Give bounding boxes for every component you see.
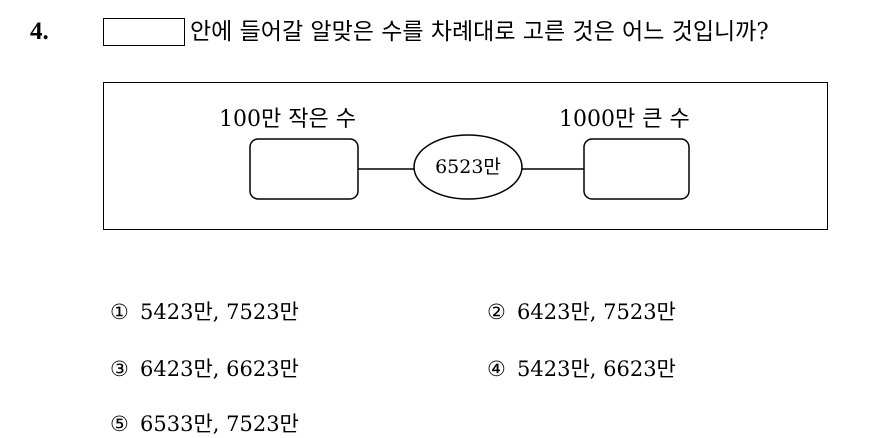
question-number: 4. bbox=[30, 18, 49, 45]
answer-blank-box bbox=[103, 18, 185, 46]
choice-3-text: 6423만, 6623만 bbox=[140, 357, 299, 381]
choice-1-text: 5423만, 7523만 bbox=[140, 300, 299, 324]
choice-4-text: 5423만, 6623만 bbox=[517, 357, 676, 381]
choice-1[interactable]: ① 5423만, 7523만 bbox=[110, 296, 299, 326]
figure-frame: 100만 작은 수 1000만 큰 수 6523만 bbox=[103, 82, 828, 230]
choice-2-text: 6423만, 7523만 bbox=[517, 300, 676, 324]
choice-4-mark: ④ bbox=[487, 357, 506, 381]
figure-diagram bbox=[249, 134, 690, 200]
question-text: 안에 들어갈 알맞은 수를 차례대로 고른 것은 어느 것입니까? bbox=[190, 19, 769, 45]
choice-3-mark: ③ bbox=[110, 357, 129, 381]
left-label: 100만 작은 수 bbox=[219, 107, 356, 132]
right-empty-box bbox=[583, 138, 690, 200]
choice-2-mark: ② bbox=[487, 300, 506, 324]
choice-3[interactable]: ③ 6423만, 6623만 bbox=[110, 353, 299, 383]
center-ellipse bbox=[413, 134, 523, 200]
right-label: 1000만 큰 수 bbox=[559, 107, 690, 132]
choice-2[interactable]: ② 6423만, 7523만 bbox=[487, 296, 676, 326]
center-value: 6523만 bbox=[435, 156, 501, 178]
choice-4[interactable]: ④ 5423만, 6623만 bbox=[487, 353, 676, 383]
choice-5-text: 6533만, 7523만 bbox=[140, 412, 299, 436]
choice-5[interactable]: ⑤ 6533만, 7523만 bbox=[110, 408, 299, 438]
choice-5-mark: ⑤ bbox=[110, 412, 129, 436]
choice-1-mark: ① bbox=[110, 300, 129, 324]
left-empty-box bbox=[249, 138, 359, 200]
